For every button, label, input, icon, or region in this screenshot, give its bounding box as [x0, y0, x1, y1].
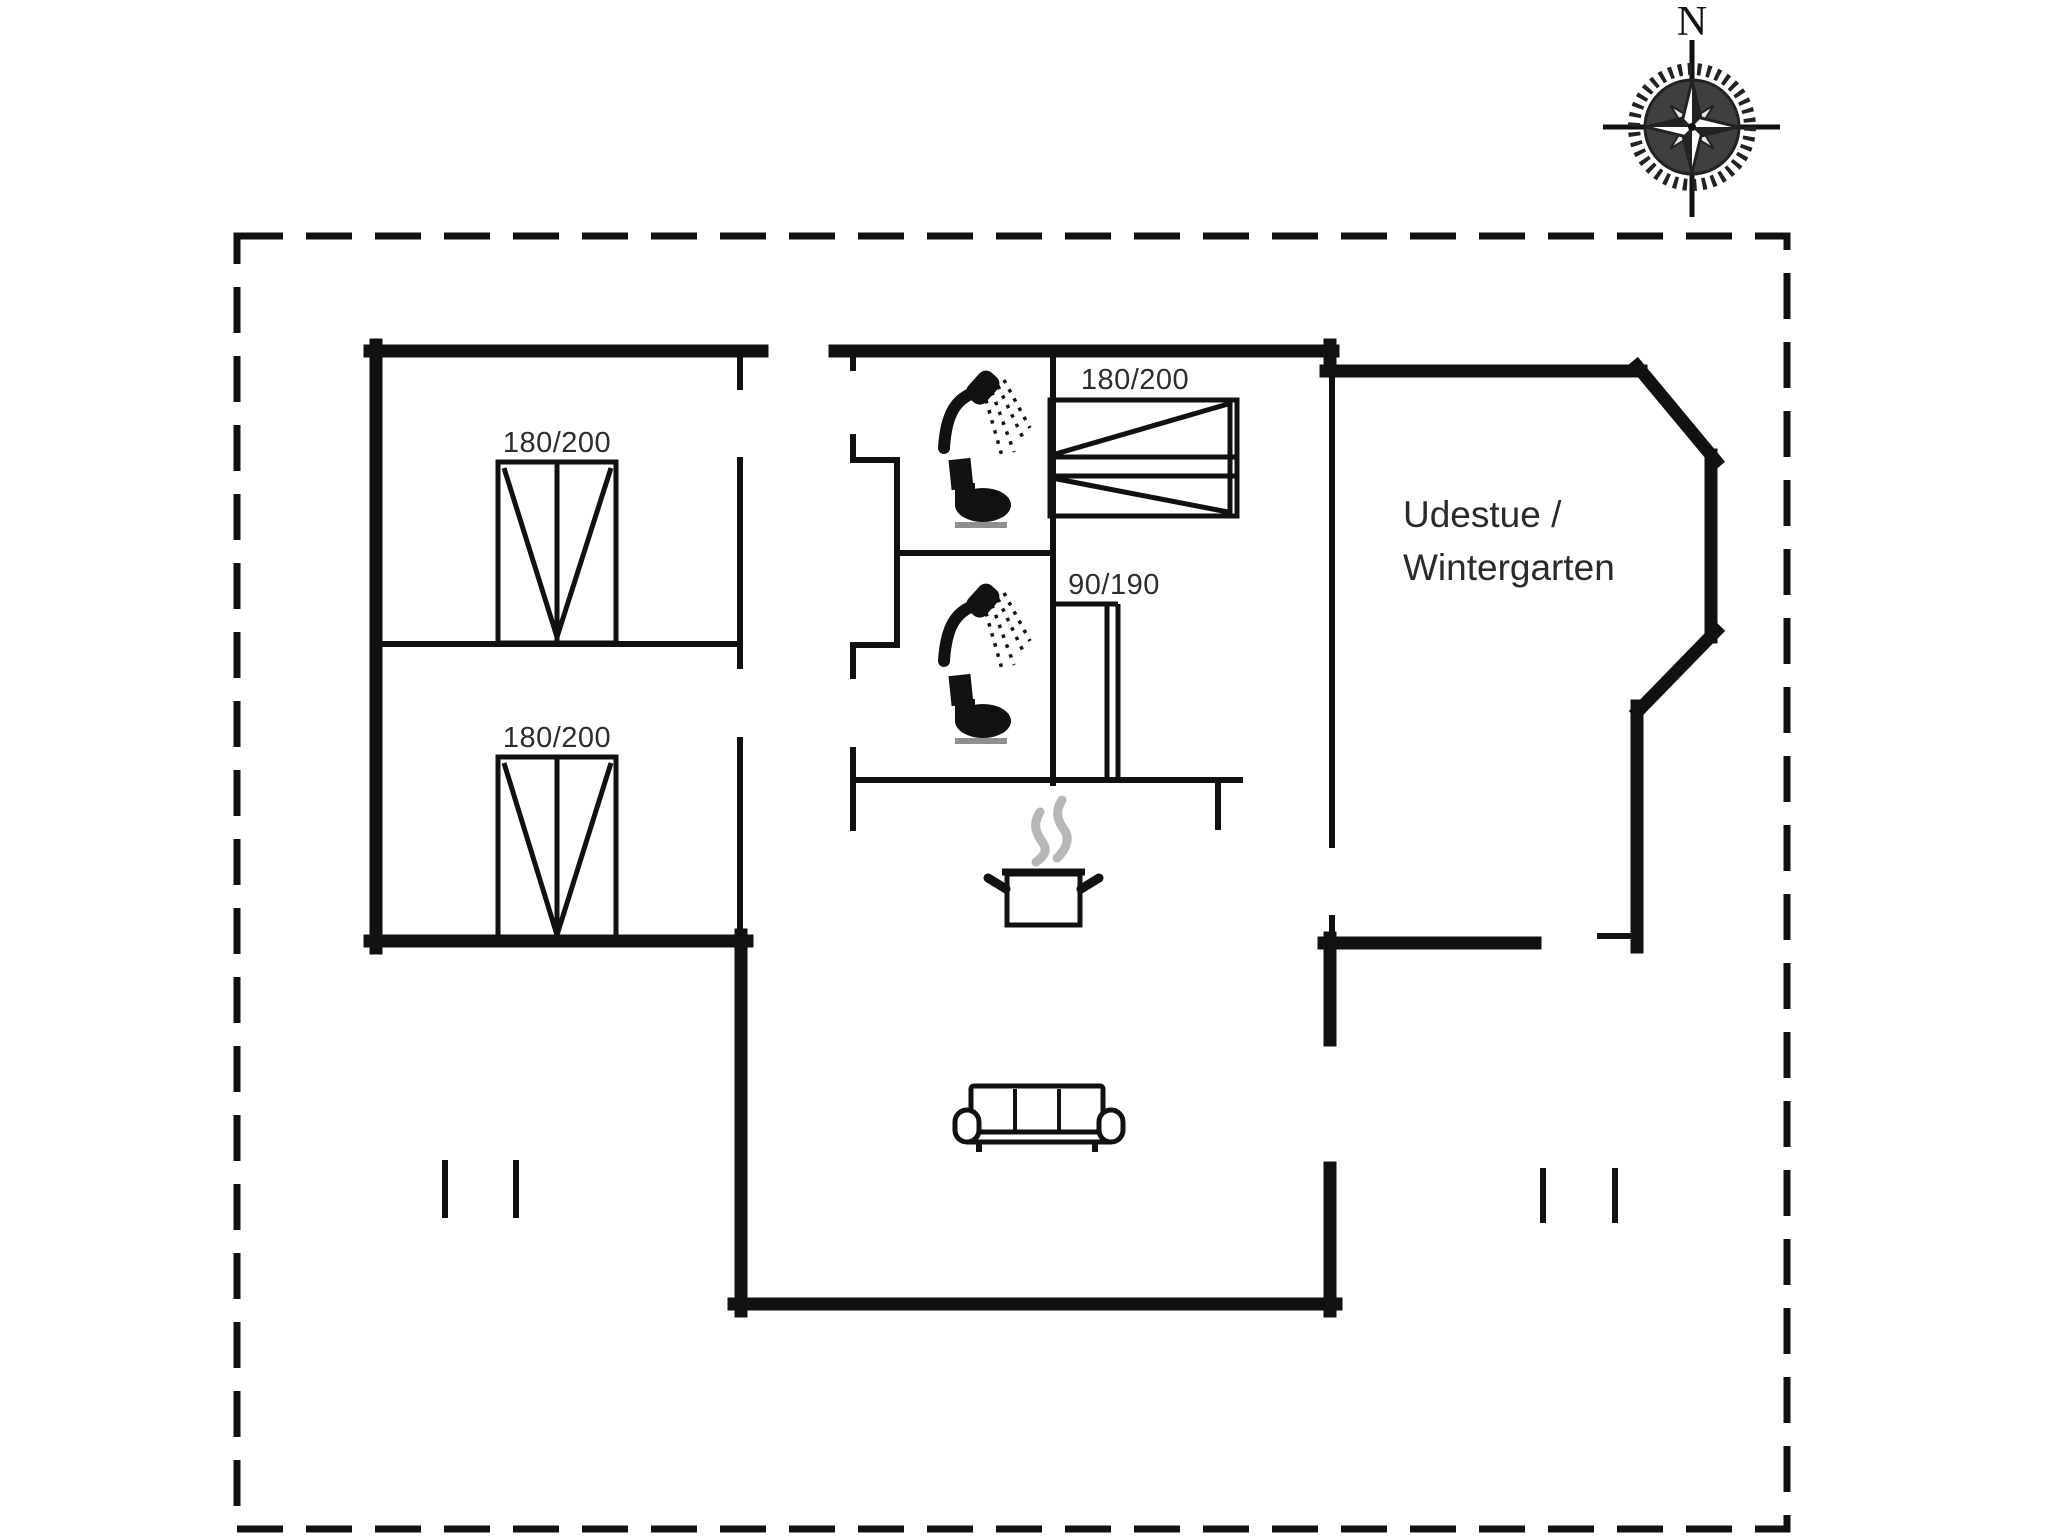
bedroom1-bed-icon [495, 459, 619, 646]
double-bed-icon [1047, 397, 1240, 519]
bedroom2-bed-size-label: 180/200 [502, 722, 612, 754]
shower-icon [944, 580, 1030, 669]
bedroom2-bed-icon [495, 754, 619, 944]
steam-icon [1031, 795, 1072, 867]
sunroom-label-line1: Udestue / [1403, 494, 1562, 535]
sunroom-label: Udestue / Wintergarten [1403, 488, 1615, 594]
single-bed-icon [1056, 601, 1121, 780]
wall-sunroom-chamfer-top [1627, 356, 1726, 471]
shower-icon [944, 367, 1030, 456]
double-bed-size-label: 180/200 [1080, 364, 1190, 396]
toilet-icon [948, 457, 1011, 528]
bedroom1-bed-size-label: 180/200 [502, 427, 612, 459]
property-boundary-dashed [233, 232, 1791, 1533]
interior-walls [370, 348, 1636, 944]
sunroom-label-line2: Wintergarten [1403, 547, 1615, 588]
toilet-icon [948, 673, 1011, 744]
single-bed-size-label: 90/190 [1068, 569, 1160, 601]
cooking-pot-icon [983, 868, 1104, 928]
compass-rose [1603, 40, 1780, 217]
compass-north-label: N [1676, 0, 1708, 45]
terrace-markers [442, 1160, 1618, 1223]
sofa-icon [952, 1083, 1126, 1152]
wall-sunroom-chamfer-bottom [1628, 621, 1726, 721]
